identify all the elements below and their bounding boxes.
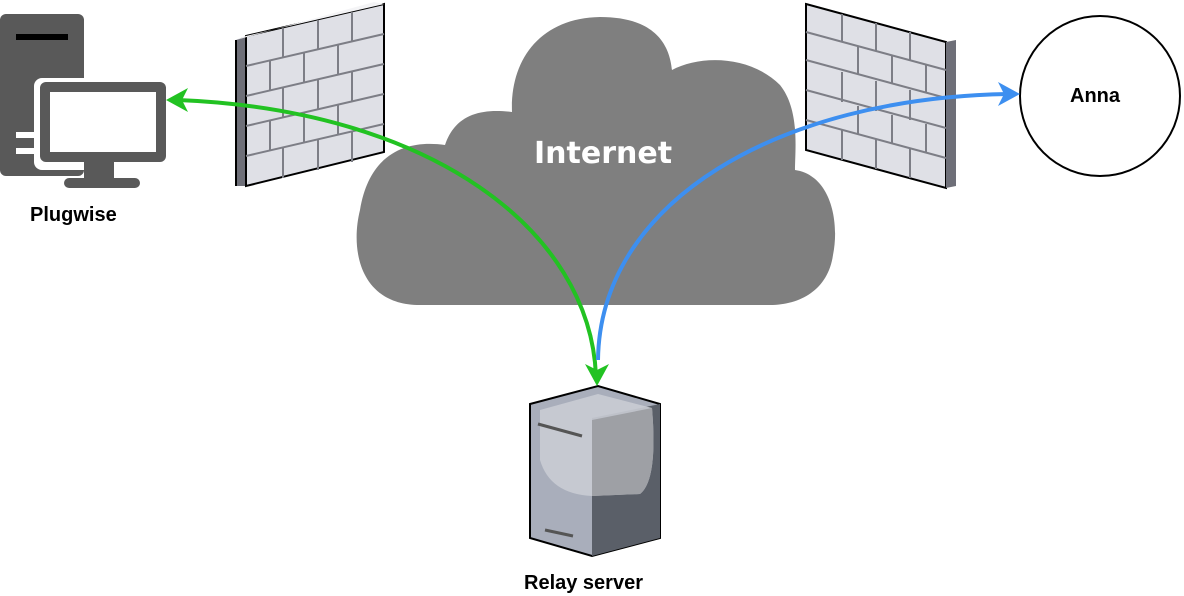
green-arrowhead-relay xyxy=(585,364,609,386)
internet-label: Internet xyxy=(534,136,673,171)
blue-arrowhead-anna xyxy=(998,82,1020,106)
anna-label: Anna xyxy=(1070,85,1120,107)
relay-server-label: Relay server xyxy=(524,572,643,594)
firewall-right xyxy=(805,2,956,190)
cloud-icon xyxy=(356,17,836,305)
green-connection xyxy=(177,98,598,377)
plugwise-label: Plugwise xyxy=(30,204,117,226)
anna-node[interactable] xyxy=(1019,15,1181,177)
green-arrowhead-plugwise xyxy=(166,88,188,112)
server-tower-icon xyxy=(529,384,661,558)
desktop-computer-icon xyxy=(0,14,170,188)
blue-connection xyxy=(596,92,1009,361)
firewall-left xyxy=(235,2,385,188)
